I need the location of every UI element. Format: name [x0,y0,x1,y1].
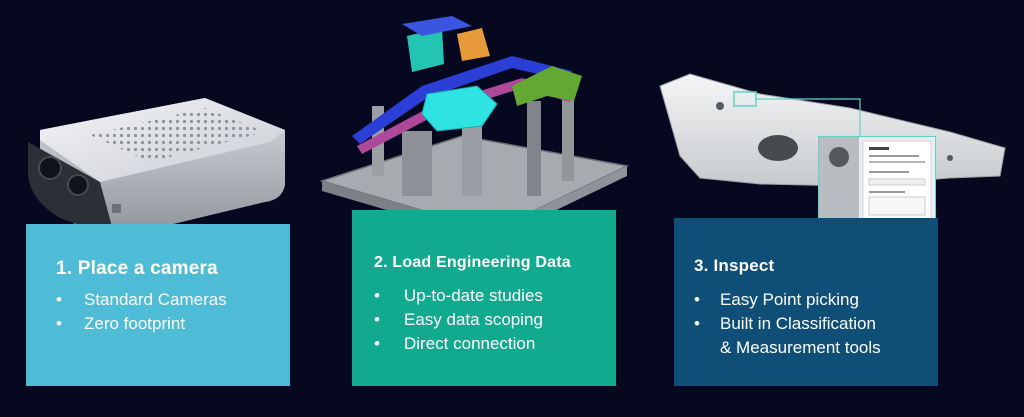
step-2-bullets: •Up-to-date studies •Easy data scoping •… [374,284,598,356]
list-item: •Standard Cameras [56,288,272,312]
bullet-icon: • [56,290,62,309]
camera-vent-grid [90,108,265,162]
list-item: •Direct connection [374,332,598,356]
part-cyan [421,85,498,132]
rail-green [512,66,582,106]
bullet-icon: • [694,290,700,309]
bullet-icon: • [374,286,380,305]
step-card-2: 2. Load Engineering Data •Up-to-date stu… [352,210,616,386]
step-1-title: 1. Place a camera [56,258,218,279]
selection-leader-line [756,98,861,136]
bullet-icon: • [374,310,380,329]
list-item: •Zero footprint [56,312,272,336]
list-item: •Built in Classification [694,312,920,336]
camera-image [28,98,285,239]
windows-logo-icon [112,204,121,213]
camera-lens-icon [38,156,62,180]
step-card-1: 1. Place a camera •Standard Cameras •Zer… [26,224,290,386]
bullet-icon: • [56,314,62,333]
bullet-icon: • [374,334,380,353]
step-2-title: 2. Load Engineering Data [374,254,571,271]
step-3-bullets: •Easy Point picking •Built in Classifica… [694,288,920,360]
list-item: & Measurement tools [720,338,881,357]
camera-sensor-icon [67,174,89,196]
list-item: •Up-to-date studies [374,284,598,308]
step-3-title: 3. Inspect [694,256,775,275]
bullet-icon: • [694,314,700,333]
part-teal [407,28,444,72]
part-orange [457,28,490,61]
rail-blue [352,56,572,144]
step-1-bullets: •Standard Cameras •Zero footprint [56,288,272,336]
step-card-3: 3. Inspect •Easy Point picking •Built in… [674,218,938,386]
list-item: •Easy Point picking [694,288,920,312]
list-item: •Easy data scoping [374,308,598,332]
